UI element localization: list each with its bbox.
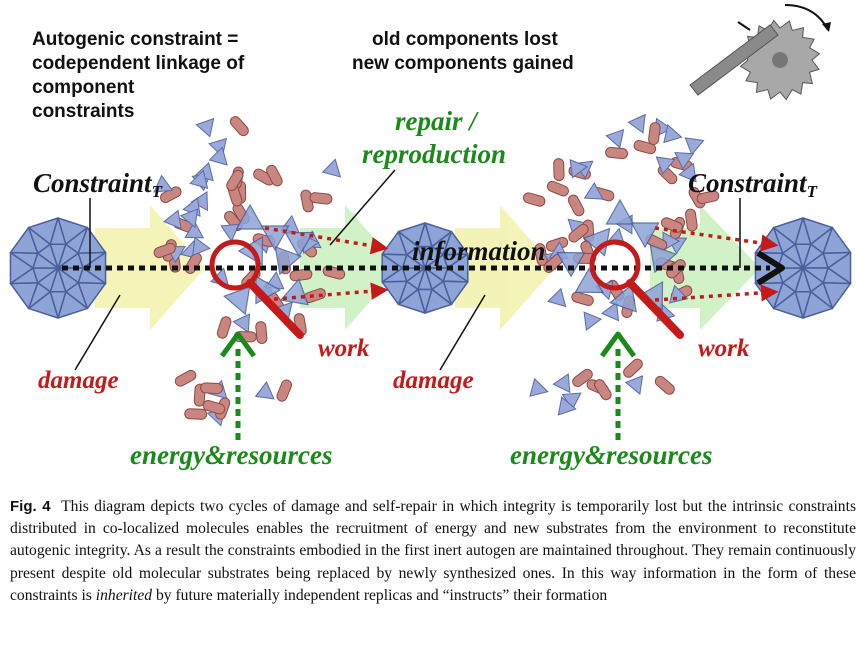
capsid-start	[9, 217, 107, 319]
energy-label-1: energy&resources	[130, 440, 332, 470]
autogenic-label-line3: component	[32, 77, 135, 98]
repair-label-line1: repair /	[395, 106, 479, 136]
autogenic-label-line4: constraints	[32, 101, 134, 122]
pointer-lines	[74, 169, 741, 371]
figure-caption: Fig. 4 This diagram depicts two cycles o…	[10, 496, 856, 607]
energy-arrow-2	[599, 331, 637, 440]
molecular-fragments	[153, 113, 720, 427]
figure-number: Fig. 4	[10, 498, 51, 515]
work-magnifier-2	[589, 239, 684, 339]
autogen-cycle-diagram: Autogenic constraint = codependent linka…	[9, 4, 852, 470]
capsid-middle	[381, 222, 469, 314]
caption-text-part1: This diagram depicts two cycles of damag…	[10, 498, 857, 604]
ratchet-gear-icon	[689, 4, 831, 101]
turnover-label-line1: old components lost	[372, 29, 558, 50]
work-label-2: work	[698, 335, 750, 362]
autogenic-label-line2: codependent linkage of	[32, 53, 245, 74]
caption-text-part2: by future materially independent replica…	[152, 586, 608, 604]
repair-label-line2: reproduction	[362, 139, 506, 169]
work-arrow-2b	[654, 284, 779, 302]
energy-arrow-1	[219, 331, 257, 440]
turnover-label-line2: new components gained	[352, 53, 574, 74]
work-arrows	[264, 226, 779, 302]
work-magnifier-1	[209, 239, 304, 339]
caption-emphasis: inherited	[95, 586, 153, 604]
work-arrow-2a	[654, 226, 779, 252]
energy-label-2: energy&resources	[510, 440, 712, 470]
work-arrow-1b	[264, 282, 389, 302]
autogenic-label-line1: Autogenic constraint =	[32, 29, 238, 50]
constraint-left-label: ConstraintT	[33, 168, 163, 201]
information-arrow	[62, 250, 785, 286]
work-arrow-1a	[264, 226, 389, 255]
damage-label-1: damage	[38, 367, 119, 394]
work-label-1: work	[318, 335, 370, 362]
damage-label-2: damage	[393, 367, 474, 394]
information-label: information	[412, 236, 546, 266]
constraint-right-label: ConstraintT	[688, 168, 818, 201]
